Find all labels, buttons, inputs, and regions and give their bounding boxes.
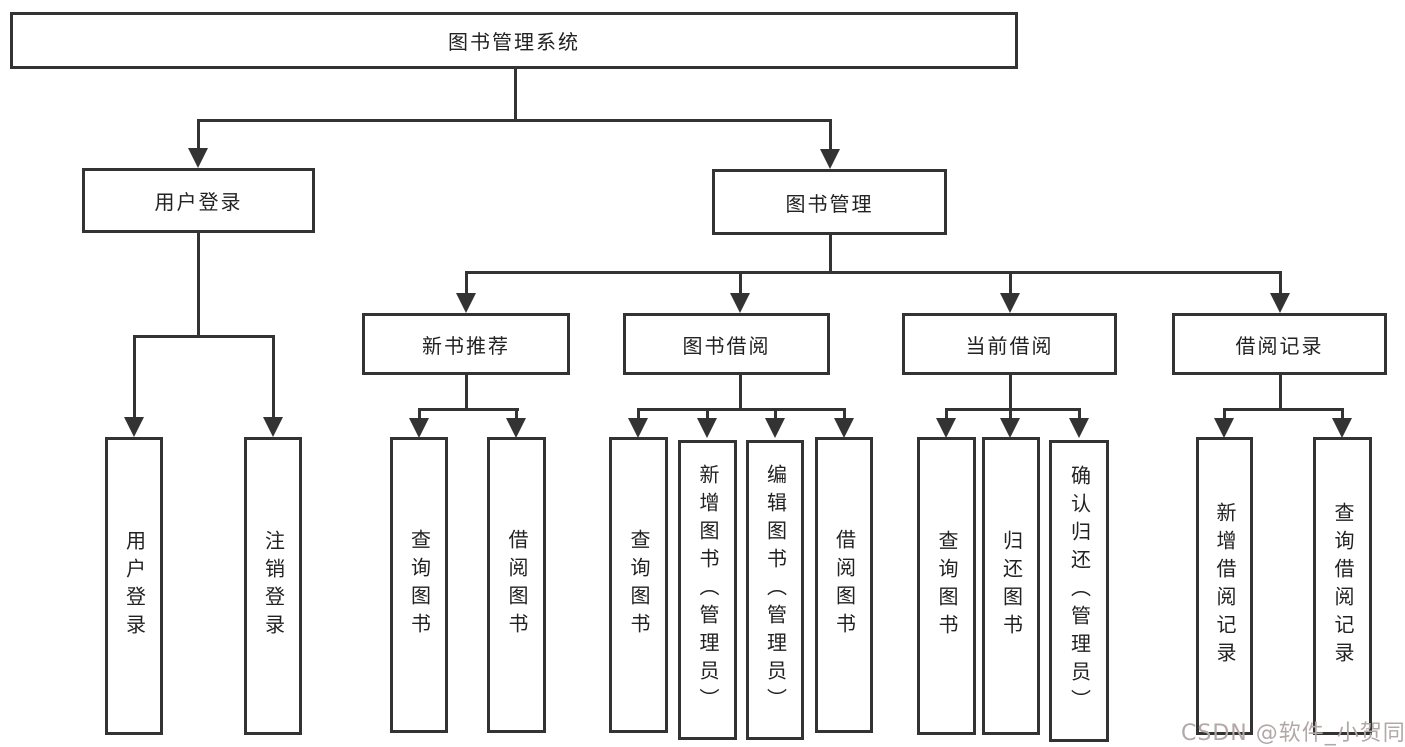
arrowhead-down bbox=[1332, 418, 1352, 438]
node-borrow-records: 借阅记录 bbox=[1172, 313, 1387, 375]
connector-line bbox=[514, 68, 517, 121]
leaf-borrow-query-books-label: 查询图书 bbox=[627, 529, 651, 641]
connector-line bbox=[418, 408, 421, 420]
leaf-current-query-books-label: 查询图书 bbox=[935, 530, 959, 642]
connector-line bbox=[1279, 271, 1282, 297]
node-borrow-records-label: 借阅记录 bbox=[1235, 333, 1324, 358]
connector-line bbox=[1009, 408, 1012, 420]
node-current-borrow: 当前借阅 bbox=[902, 313, 1117, 375]
leaf-edit-books-admin-label: 编辑图书（管理员） bbox=[763, 464, 788, 716]
connector-line bbox=[465, 271, 1282, 274]
connector-line bbox=[197, 119, 832, 122]
connector-line bbox=[945, 408, 1081, 411]
node-current-borrow-label: 当前借阅 bbox=[965, 333, 1054, 358]
connector-line bbox=[1009, 271, 1012, 297]
leaf-borrow-borrow-books-label: 借阅图书 bbox=[832, 529, 857, 641]
node-book-borrow: 图书借阅 bbox=[623, 313, 830, 375]
arrowhead-down bbox=[456, 293, 476, 313]
node-user-login-label: 用户登录 bbox=[154, 190, 243, 214]
connector-line bbox=[197, 119, 200, 152]
connector-line bbox=[418, 408, 519, 411]
arrowhead-down bbox=[124, 417, 144, 437]
leaf-add-books-admin: 新增图书（管理员） bbox=[678, 440, 737, 740]
leaf-logout: 注销登录 bbox=[244, 437, 302, 735]
connector-line bbox=[1279, 375, 1282, 411]
arrowhead-down bbox=[409, 418, 429, 438]
watermark: CSDN @软件_小贺同学 bbox=[1181, 721, 1405, 746]
arrowhead-down bbox=[1000, 293, 1020, 313]
connector-line bbox=[829, 119, 832, 153]
leaf-edit-books-admin: 编辑图书（管理员） bbox=[746, 440, 804, 740]
arrowhead-down bbox=[1214, 418, 1234, 438]
connector-line bbox=[829, 235, 832, 274]
leaf-confirm-return-admin: 确认归还（管理员） bbox=[1049, 440, 1109, 742]
arrowhead-down bbox=[936, 418, 956, 438]
connector-line bbox=[1223, 408, 1344, 411]
arrowhead-down bbox=[697, 418, 717, 438]
connector-line bbox=[515, 408, 518, 420]
leaf-borrow-borrow-books: 借阅图书 bbox=[815, 437, 873, 733]
arrowhead-down bbox=[820, 149, 840, 169]
leaf-current-query-books: 查询图书 bbox=[917, 437, 976, 735]
connector-line bbox=[945, 408, 948, 420]
node-library-system-label: 图书管理系统 bbox=[448, 30, 580, 54]
connector-line bbox=[1009, 375, 1012, 411]
arrowhead-down bbox=[188, 148, 208, 168]
leaf-add-borrow-record-label: 新增借阅记录 bbox=[1213, 502, 1237, 670]
arrowhead-down bbox=[263, 417, 283, 437]
node-new-book-recommend: 新书推荐 bbox=[362, 313, 570, 375]
leaf-return-books: 归还图书 bbox=[982, 437, 1040, 735]
node-user-login: 用户登录 bbox=[82, 168, 315, 233]
leaf-rec-query-books-label: 查询图书 bbox=[407, 529, 432, 641]
leaf-user-login: 用户登录 bbox=[105, 437, 163, 735]
leaf-rec-query-books: 查询图书 bbox=[390, 437, 448, 733]
connector-line bbox=[739, 375, 742, 411]
leaf-borrow-query-books: 查询图书 bbox=[609, 437, 668, 733]
arrowhead-down bbox=[765, 418, 785, 438]
connector-line bbox=[133, 335, 136, 419]
connector-line bbox=[843, 408, 846, 420]
node-book-borrow-label: 图书借阅 bbox=[682, 333, 771, 358]
connector-line bbox=[465, 375, 468, 411]
node-library-system: 图书管理系统 bbox=[10, 12, 1018, 69]
node-book-management-label: 图书管理 bbox=[785, 191, 874, 216]
connector-line bbox=[739, 271, 742, 297]
connector-line bbox=[637, 408, 846, 411]
connector-line bbox=[272, 335, 275, 419]
connector-line bbox=[706, 408, 709, 420]
arrowhead-down bbox=[730, 293, 750, 313]
leaf-query-borrow-record: 查询借阅记录 bbox=[1313, 437, 1372, 735]
arrowhead-down bbox=[628, 418, 648, 438]
connector-line bbox=[465, 271, 468, 297]
arrowhead-down bbox=[506, 418, 526, 438]
arrowhead-down bbox=[1069, 418, 1089, 438]
leaf-add-books-admin-label: 新增图书（管理员） bbox=[696, 464, 720, 716]
connector-line bbox=[197, 233, 200, 337]
leaf-rec-borrow-books: 借阅图书 bbox=[487, 437, 546, 733]
connector-line bbox=[1078, 408, 1081, 420]
connector-line bbox=[133, 335, 275, 338]
connector-line bbox=[1223, 408, 1226, 420]
arrowhead-down bbox=[1270, 293, 1290, 313]
leaf-add-borrow-record: 新增借阅记录 bbox=[1196, 437, 1253, 735]
node-new-book-recommend-label: 新书推荐 bbox=[422, 333, 510, 358]
connector-line bbox=[1341, 408, 1344, 420]
arrowhead-down bbox=[1000, 418, 1020, 438]
leaf-rec-borrow-books-label: 借阅图书 bbox=[505, 529, 529, 641]
leaf-user-login-label: 用户登录 bbox=[122, 530, 147, 642]
leaf-return-books-label: 归还图书 bbox=[999, 530, 1024, 642]
connector-line bbox=[774, 408, 777, 420]
leaf-logout-label: 注销登录 bbox=[261, 530, 286, 642]
connector-line bbox=[637, 408, 640, 420]
leaf-query-borrow-record-label: 查询借阅记录 bbox=[1331, 502, 1355, 670]
leaf-confirm-return-admin-label: 确认归还（管理员） bbox=[1067, 465, 1092, 717]
node-book-management: 图书管理 bbox=[712, 169, 947, 235]
arrowhead-down bbox=[834, 418, 854, 438]
